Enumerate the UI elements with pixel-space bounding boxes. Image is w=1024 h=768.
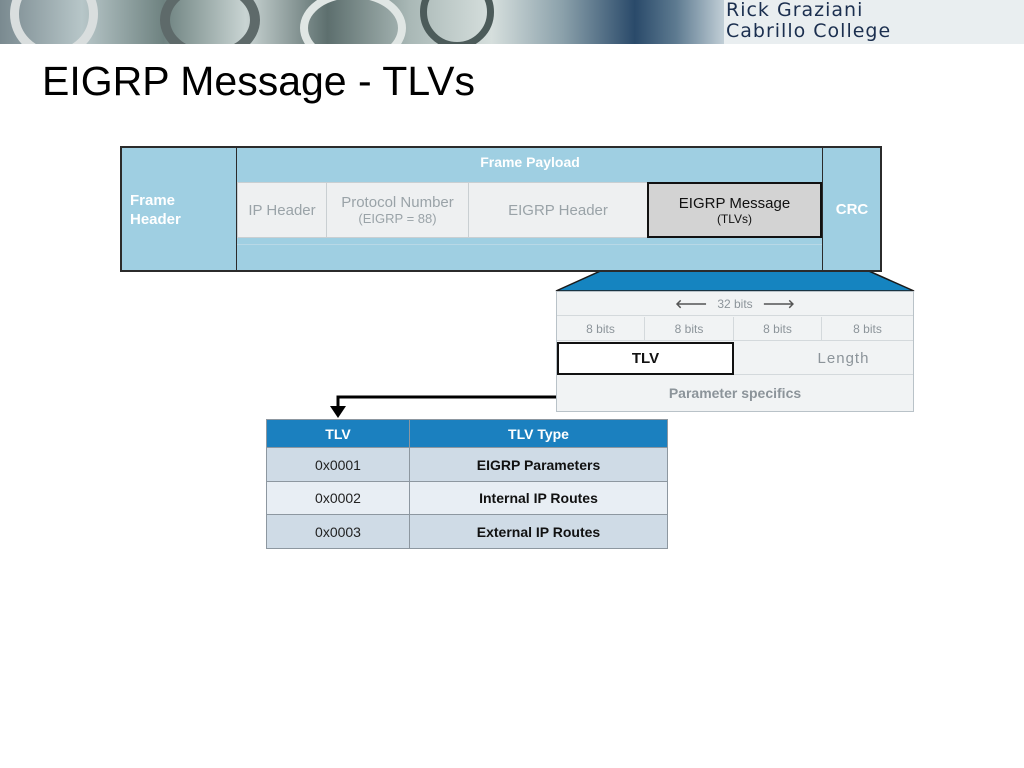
tlv-field: TLV bbox=[557, 342, 734, 375]
tlv-field-label: TLV bbox=[631, 350, 660, 367]
table-row: 0x0002 Internal IP Routes bbox=[266, 481, 668, 515]
eigrp-message-sub: (TLVs) bbox=[716, 211, 753, 226]
frame-header-cell: Frame Header bbox=[122, 148, 237, 270]
frame-header-label: Frame Header bbox=[130, 192, 181, 228]
tlv-code-cell: 0x0002 bbox=[266, 481, 410, 515]
header-banner: Rick Graziani Cabrillo College bbox=[0, 0, 1024, 44]
protocol-number-cell: Protocol Number (EIGRP = 88) bbox=[326, 182, 469, 238]
length-field: Length bbox=[734, 342, 913, 375]
eigrp-header-label: EIGRP Header bbox=[508, 201, 608, 219]
ip-header-label: IP Header bbox=[248, 201, 316, 219]
tlv-type-table: TLV TLV Type 0x0001 EIGRP Parameters 0x0… bbox=[266, 419, 668, 549]
tlv-connector-arrowhead bbox=[330, 406, 346, 418]
eigrp-header-cell: EIGRP Header bbox=[468, 182, 648, 238]
octet-label: 8 bits bbox=[674, 321, 704, 336]
banner-image-decoration bbox=[10, 0, 98, 44]
octet-cell: 8 bits bbox=[645, 317, 734, 341]
arrow-right-icon: 🡒 bbox=[762, 297, 795, 311]
author-name: Rick Graziani bbox=[726, 0, 864, 21]
banner-text-area: Rick Graziani Cabrillo College bbox=[724, 0, 1024, 44]
octet-label: 8 bits bbox=[763, 321, 792, 336]
frame-payload-label: Frame Payload bbox=[480, 154, 580, 170]
table-row: 0x0001 EIGRP Parameters bbox=[266, 447, 668, 482]
octet-cell: 8 bits bbox=[822, 317, 913, 341]
protocol-number-label: Protocol Number bbox=[341, 194, 454, 211]
arrow-left-icon: 🡐 bbox=[675, 297, 708, 311]
tlv-type-cell: Internal IP Routes bbox=[409, 481, 668, 515]
eigrp-message-cell: EIGRP Message (TLVs) bbox=[647, 182, 822, 238]
crc-label: CRC bbox=[835, 200, 869, 218]
bit-width-row: 🡐 32 bits 🡒 bbox=[557, 292, 913, 316]
tlv-code-cell: 0x0001 bbox=[266, 447, 410, 482]
eigrp-message-label: EIGRP Message bbox=[678, 194, 791, 212]
payload-bottom-band bbox=[237, 244, 822, 270]
tlv-code-cell: 0x0003 bbox=[266, 514, 410, 549]
octet-cell: 8 bits bbox=[734, 317, 822, 341]
parameter-specifics-field: Parameter specifics bbox=[557, 376, 913, 410]
parameter-specifics-label: Parameter specifics bbox=[668, 385, 802, 401]
author-college: Cabrillo College bbox=[726, 20, 892, 42]
protocol-number-sub: (EIGRP = 88) bbox=[358, 211, 437, 226]
octet-label: 8 bits bbox=[853, 321, 882, 336]
tlv-type-cell: External IP Routes bbox=[409, 514, 668, 549]
octet-label: 8 bits bbox=[586, 321, 615, 336]
octet-cell: 8 bits bbox=[557, 317, 645, 341]
tlv-type-cell: EIGRP Parameters bbox=[409, 447, 668, 482]
crc-cell bbox=[822, 148, 880, 270]
length-field-label: Length bbox=[817, 349, 870, 367]
ip-header-cell: IP Header bbox=[237, 182, 327, 238]
banner-image-decoration bbox=[420, 0, 494, 44]
slide-title: EIGRP Message - TLVs bbox=[42, 58, 475, 104]
bit-width-label: 32 bits bbox=[717, 296, 753, 311]
table-header-cell: TLV Type bbox=[409, 419, 668, 448]
banner-image-decoration bbox=[300, 0, 406, 44]
table-header-cell: TLV bbox=[266, 419, 410, 448]
table-row: 0x0003 External IP Routes bbox=[266, 514, 668, 549]
banner-image-decoration bbox=[160, 0, 260, 44]
table-header-row: TLV TLV Type bbox=[266, 419, 668, 448]
